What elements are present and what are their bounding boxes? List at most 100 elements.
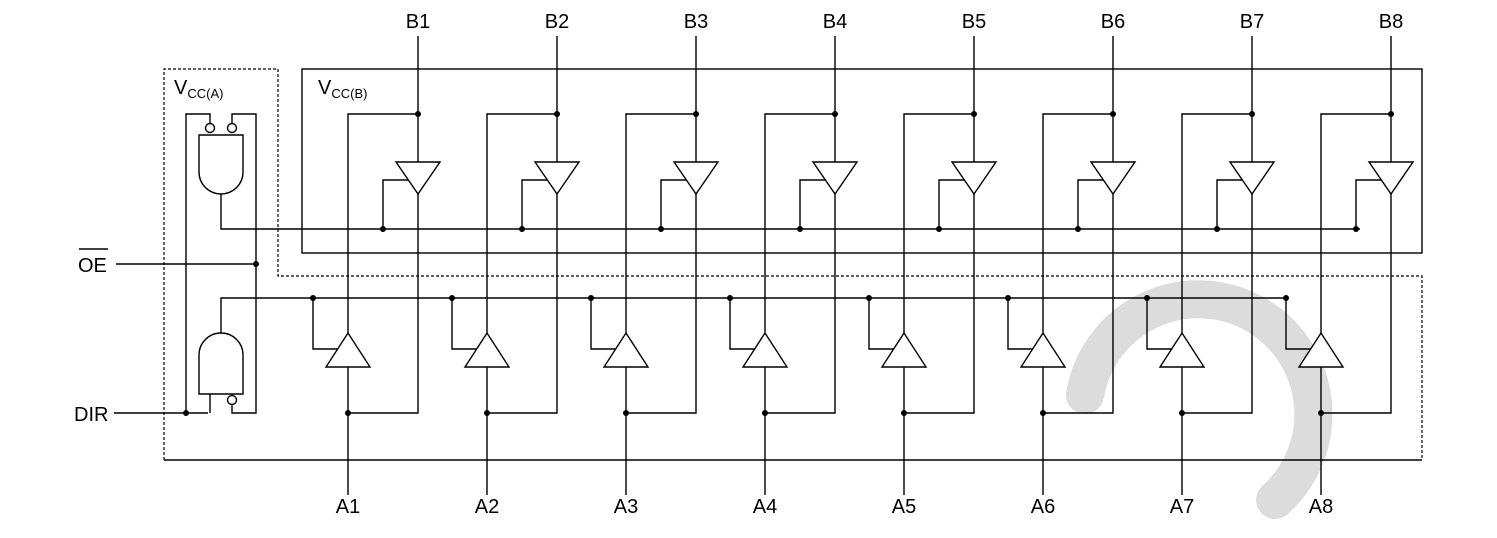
- pin-b7-label: B7: [1240, 11, 1264, 33]
- pin-a8-label: A8: [1309, 496, 1333, 518]
- buffer-a-to-b: [324, 331, 372, 368]
- buffer-enable-wire: [1216, 179, 1242, 229]
- buffer-enable-wire: [938, 179, 964, 229]
- inverter-bubble: [204, 122, 216, 134]
- junction-dot: [762, 410, 768, 416]
- buffer-enable-wire: [382, 179, 408, 229]
- buffer-b-to-a: [1228, 161, 1276, 196]
- junction-dot: [623, 410, 629, 416]
- junction-dot: [832, 111, 838, 117]
- watermark-logo: [1066, 280, 1333, 519]
- b-side-enable-bus: [220, 194, 1360, 230]
- pin-a1-label: A1: [336, 496, 360, 518]
- pin-b8-label: B8: [1379, 11, 1403, 33]
- pin-a7-label: A7: [1170, 496, 1194, 518]
- pin-b4-label: B4: [823, 11, 847, 33]
- vccb-label: VCC(B): [318, 77, 367, 101]
- junction-dot: [1179, 410, 1185, 416]
- oe-label: OE: [78, 255, 107, 277]
- pin-a4-label: A4: [753, 496, 777, 518]
- buffer-b-to-a: [950, 161, 998, 196]
- a-to-b-output-wire: [626, 194, 697, 414]
- junction-dot: [866, 295, 872, 301]
- buffer-a-to-b: [1297, 331, 1345, 368]
- b-to-a-feed-wire: [764, 113, 835, 333]
- buffer-enable-wire: [312, 298, 338, 350]
- vcca-label: VCC(A): [174, 77, 223, 101]
- junction-dot: [1110, 111, 1116, 117]
- junction-dot: [1075, 226, 1081, 232]
- a-to-b-output-wire: [1321, 194, 1392, 414]
- b-to-a-feed-wire: [347, 113, 418, 333]
- buffer-b-to-a: [533, 161, 581, 196]
- junction-dot: [693, 111, 699, 117]
- b-to-a-feed-wire: [486, 113, 557, 333]
- junction-dot: [380, 226, 386, 232]
- b-to-a-feed-wire: [625, 113, 696, 333]
- buffer-a-to-b: [1158, 331, 1206, 368]
- junction-dot: [519, 226, 525, 232]
- buffer-enable-wire: [1285, 298, 1311, 350]
- junction-dot: [1214, 226, 1220, 232]
- a-to-b-output-wire: [765, 194, 836, 414]
- pin-a5-label: A5: [892, 496, 916, 518]
- buffer-enable-wire: [1077, 179, 1103, 229]
- dir-label: DIR: [74, 404, 108, 426]
- dir-to-upper-gate-wire: [185, 113, 211, 413]
- pin-b6-label: B6: [1101, 11, 1125, 33]
- b-to-a-feed-wire: [903, 113, 974, 333]
- junction-dot: [554, 111, 560, 117]
- junction-dot: [971, 111, 977, 117]
- junction-dot: [727, 295, 733, 301]
- pin-a6-label: A6: [1031, 496, 1055, 518]
- junction-dot: [1249, 111, 1255, 117]
- buffer-enable-wire: [451, 298, 477, 350]
- oe-to-gates-wire: [231, 113, 257, 414]
- junction-dot: [484, 410, 490, 416]
- buffer-b-to-a: [1089, 161, 1137, 196]
- buffer-b-to-a: [811, 161, 859, 196]
- junction-dot: [901, 410, 907, 416]
- a-to-b-output-wire: [1043, 194, 1114, 414]
- pin-a3-label: A3: [614, 496, 638, 518]
- pin-b5-label: B5: [962, 11, 986, 33]
- buffer-a-to-b: [463, 331, 511, 368]
- vcca-region: [163, 68, 1423, 460]
- inverter-bubble: [226, 122, 238, 134]
- buffer-enable-wire: [1355, 179, 1381, 229]
- buffer-b-to-a: [1367, 161, 1415, 196]
- pin-b2-label: B2: [545, 11, 569, 33]
- junction-dot: [936, 226, 942, 232]
- pin-a2-label: A2: [475, 496, 499, 518]
- buffer-enable-wire: [799, 179, 825, 229]
- junction-dot: [797, 226, 803, 232]
- junction-dot: [1283, 295, 1289, 301]
- pin-b3-label: B3: [684, 11, 708, 33]
- junction-dot: [1005, 295, 1011, 301]
- junction-dot: [1040, 410, 1046, 416]
- junction-dot: [415, 111, 421, 117]
- buffer-enable-wire: [868, 298, 894, 350]
- vccb-region: [301, 68, 1423, 254]
- b-to-a-feed-wire: [1181, 113, 1252, 333]
- buffer-a-to-b: [602, 331, 650, 368]
- and-gate-lower: [198, 332, 244, 395]
- junction-dot: [658, 226, 664, 232]
- buffer-enable-wire: [1007, 298, 1033, 350]
- buffer-enable-wire: [729, 298, 755, 350]
- buffer-a-to-b: [1019, 331, 1067, 368]
- a-to-b-output-wire: [487, 194, 558, 414]
- b-to-a-feed-wire: [1320, 113, 1391, 333]
- b-to-a-feed-wire: [1042, 113, 1113, 333]
- junction-dot: [1353, 226, 1359, 232]
- junction-dot: [1318, 410, 1324, 416]
- junction-dot: [1144, 295, 1150, 301]
- buffer-a-to-b: [880, 331, 928, 368]
- buffer-enable-wire: [1146, 298, 1172, 350]
- buffer-b-to-a: [394, 161, 442, 196]
- a-to-b-output-wire: [904, 194, 975, 414]
- inverter-bubble: [226, 394, 238, 406]
- junction-dot: [588, 295, 594, 301]
